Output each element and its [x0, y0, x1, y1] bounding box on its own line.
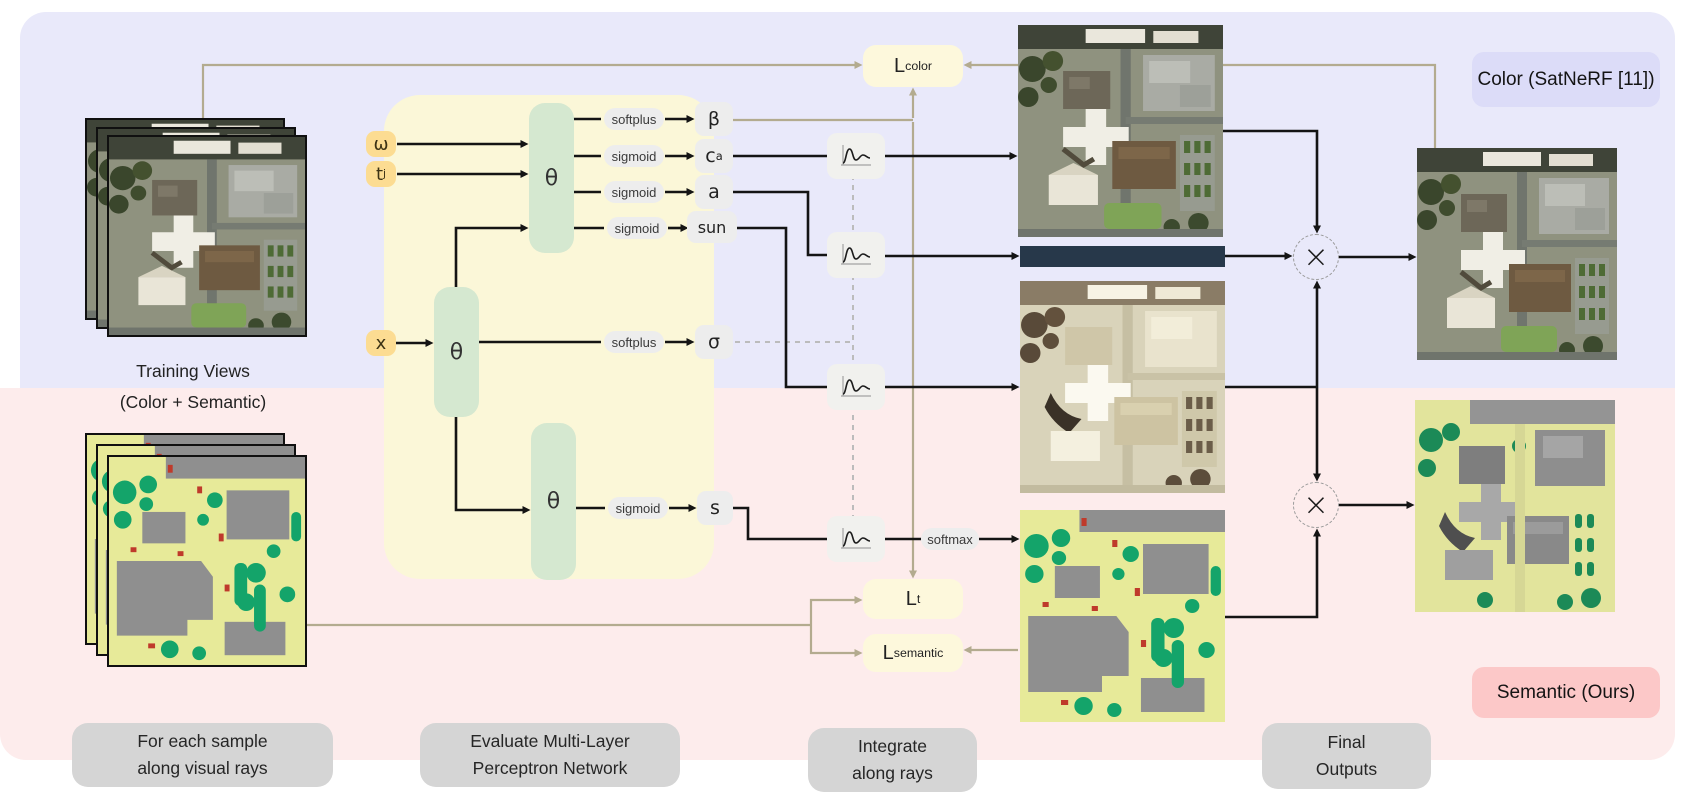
training-color-image-front: [107, 135, 307, 337]
activation-label: sigmoid: [611, 148, 657, 164]
activation-label: sigmoid: [614, 220, 660, 236]
loss-color-main: L: [894, 54, 906, 77]
caption-final-outputs: Final Outputs: [1262, 723, 1431, 789]
rendered-shading-image: [1020, 281, 1225, 493]
multiply-glyph: ×: [1303, 487, 1329, 523]
output-a: a: [695, 175, 733, 209]
legend-semantic: Semantic (Ours): [1472, 667, 1660, 718]
activation-label: sigmoid: [615, 500, 661, 516]
output-sun-label: sun: [697, 217, 727, 237]
final-semantic-image: [1415, 400, 1615, 612]
integration-block-semantic: [827, 516, 885, 562]
activation-sigmoid-sun: sigmoid: [607, 217, 667, 239]
caption-line: along visual rays: [137, 758, 268, 778]
theta-glyph: θ: [544, 165, 559, 191]
training-views-line1: Training Views: [136, 361, 250, 381]
training-semantic-stack: [85, 433, 307, 667]
caption-sample: For each sample along visual rays: [72, 723, 333, 787]
rendered-semantic-image: [1020, 510, 1225, 722]
ray-integral-icon: [841, 528, 871, 549]
output-s: s: [697, 491, 733, 525]
activation-softplus-sigma: softplus: [604, 331, 664, 353]
rendered-albedo-image: [1018, 25, 1223, 237]
output-a-label: a: [708, 181, 720, 203]
activation-sigmoid-ca: sigmoid: [604, 145, 664, 167]
legend-color: Color (SatNeRF [11]): [1472, 52, 1660, 107]
caption-line: Final: [1327, 731, 1366, 752]
multiply-glyph: ×: [1303, 239, 1329, 275]
training-views-label: Training Views (Color + Semantic): [60, 356, 326, 418]
activation-sigmoid-s: sigmoid: [608, 497, 668, 519]
training-color-stack: [85, 118, 307, 337]
ray-integral-icon: [841, 244, 871, 265]
theta-glyph: θ: [546, 489, 561, 514]
output-beta: β: [695, 102, 733, 136]
mlp-theta-appearance: θ: [529, 103, 574, 253]
loss-semantic-main: L: [882, 641, 894, 664]
activation-sigmoid-a: sigmoid: [604, 181, 664, 203]
mlp-theta-spatial: θ: [434, 287, 479, 417]
input-tj-label: t: [375, 163, 384, 185]
ray-integral-icon: [841, 145, 871, 166]
caption-line: Outputs: [1315, 759, 1378, 779]
density-wires: [735, 175, 854, 516]
output-beta-label: β: [707, 108, 721, 130]
mlp-theta-semantic: θ: [531, 423, 576, 580]
output-ca-label: c: [705, 145, 716, 167]
theta-glyph: θ: [449, 339, 464, 365]
ray-integral-icon: [841, 376, 871, 397]
integration-block-shading: [827, 364, 885, 410]
training-views-line2: (Color + Semantic): [119, 392, 267, 413]
caption-line: For each sample: [137, 730, 268, 751]
data-wires: [396, 115, 1417, 619]
output-sun: sun: [687, 211, 737, 243]
activation-softplus-beta: softplus: [604, 108, 664, 130]
output-sigma-label: σ: [707, 331, 721, 353]
activation-label: softplus: [611, 111, 657, 127]
activation-label: softmax: [927, 531, 973, 547]
activation-softmax: softmax: [921, 528, 979, 550]
activation-label: sigmoid: [611, 184, 657, 200]
integration-block-color: [827, 133, 885, 179]
input-x: x: [366, 330, 396, 356]
caption-line: along rays: [852, 763, 933, 783]
final-color-image: [1417, 148, 1617, 360]
caption-mlp: Evaluate Multi-Layer Perceptron Network: [420, 723, 680, 787]
training-semantic-image-front: [107, 455, 307, 667]
input-omega-label: ω: [373, 133, 389, 155]
input-omega: ω: [366, 131, 396, 157]
uncertainty-strip: [1020, 246, 1225, 267]
multiply-operator-semantic: ×: [1293, 482, 1339, 528]
output-sigma: σ: [695, 325, 733, 359]
caption-integrate: Integrate along rays: [808, 728, 977, 792]
loss-t-main: L: [905, 587, 917, 610]
input-x-label: x: [375, 332, 387, 354]
legend-semantic-label: Semantic (Ours): [1496, 681, 1636, 703]
activation-label: softplus: [611, 334, 657, 350]
legend-color-label: Color (SatNeRF [11]): [1477, 68, 1655, 90]
caption-line: Integrate: [857, 735, 928, 756]
caption-line: Evaluate Multi-Layer: [470, 730, 630, 751]
output-s-label: s: [710, 497, 720, 519]
integration-block-uncertainty: [827, 232, 885, 278]
caption-line: Perceptron Network: [472, 758, 628, 778]
multiply-operator-color: ×: [1293, 234, 1339, 280]
